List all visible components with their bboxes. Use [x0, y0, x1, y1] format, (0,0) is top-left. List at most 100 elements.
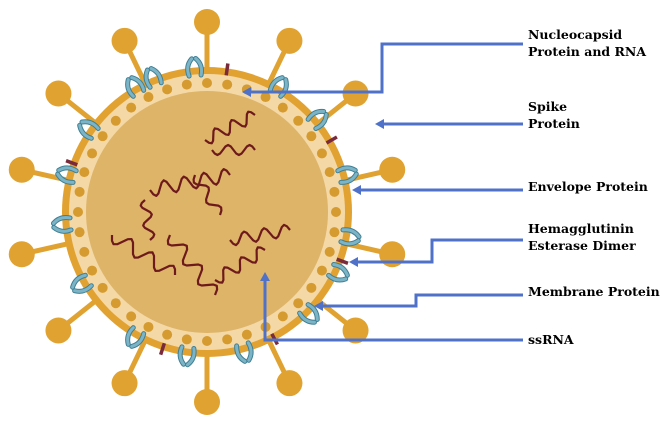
protein-arm: [57, 166, 78, 173]
arrowhead: [349, 257, 358, 267]
protein-arm: [336, 166, 357, 173]
label-envelope-protein: Envelope Protein: [528, 178, 648, 195]
protein-arm: [144, 68, 152, 89]
membrane-protein-group: [50, 55, 362, 368]
spike-bulb: [111, 27, 138, 54]
label-line: Protein: [528, 116, 580, 131]
spike-stalk: [313, 96, 352, 128]
spike-bulb: [45, 317, 72, 344]
spike-bulb: [8, 156, 35, 183]
membrane-protein: [125, 325, 147, 349]
protein-arm: [130, 76, 146, 92]
envelope-marker: [336, 257, 349, 265]
spike-protein: [45, 296, 101, 344]
pointer-line: [355, 238, 523, 264]
protein-arm: [130, 332, 146, 348]
virion-core: [86, 91, 328, 333]
nucleocapsid-protein-ring: [73, 78, 341, 346]
label-line: Spike: [528, 99, 568, 114]
membrane-protein: [55, 165, 79, 185]
envelope-marker: [158, 342, 167, 356]
nucleocapsid-dot: [306, 131, 317, 142]
protein-arm: [194, 56, 204, 77]
membrane-protein: [77, 119, 101, 141]
membrane-protein: [305, 108, 329, 132]
arrowhead: [242, 87, 251, 97]
nucleocapsid-dot: [87, 148, 98, 159]
label-nucleocapsid-protein-and-rna: Nucleocapsid Protein and RNA: [528, 26, 646, 60]
spike-bulb: [111, 370, 138, 397]
protein-arm: [80, 120, 100, 130]
nucleocapsid-dot: [222, 334, 233, 345]
protein-arm: [341, 228, 361, 239]
nucleocapsid-dot: [241, 329, 252, 340]
spike-protein: [111, 27, 149, 89]
spike-stalk: [62, 296, 101, 328]
protein-arm: [186, 57, 194, 78]
nucleocapsid-dot: [260, 92, 271, 103]
spike-protein: [45, 80, 101, 128]
nucleocapsid-dot: [329, 186, 340, 197]
nucleocapsid-dot: [202, 78, 212, 88]
nucleocapsid-dot: [162, 329, 173, 340]
nucleocapsid-dot: [143, 321, 154, 332]
rna-strand: [149, 168, 231, 197]
nucleocapsid-dot: [87, 265, 98, 276]
protein-arm: [306, 303, 319, 321]
protein-arm: [279, 78, 288, 98]
membrane-protein: [125, 75, 147, 99]
membrane-protein: [335, 165, 359, 185]
arrowhead: [352, 185, 361, 195]
protein-arm: [126, 326, 135, 346]
protein-arm: [298, 311, 316, 324]
spike-protein: [8, 240, 74, 268]
spike-bulb: [379, 156, 406, 183]
spike-protein: [265, 335, 303, 397]
arrowhead: [314, 301, 323, 311]
nucleocapsid-dot: [222, 79, 233, 90]
nucleocapsid-dot: [324, 167, 335, 178]
spike-stalk: [265, 335, 289, 379]
protein-arm: [52, 225, 73, 233]
nucleocapsid-dot: [126, 102, 137, 113]
spike-bulb: [276, 27, 303, 54]
spike-bulb: [194, 389, 220, 415]
nucleocapsid-dot: [110, 115, 121, 126]
spike-stalk: [62, 96, 101, 128]
protein-arm: [246, 341, 253, 362]
rna-strand: [214, 246, 266, 284]
label-line: Protein and RNA: [528, 44, 647, 59]
ssrna-strands: [110, 110, 291, 296]
spike-protein: [265, 27, 303, 89]
pointer-line: [263, 280, 523, 342]
nucleocapsid-dot: [143, 92, 154, 103]
label-line: Membrane Protein: [528, 284, 660, 299]
spike-protein: [194, 9, 220, 75]
label-line: Nucleocapsid: [528, 27, 623, 42]
spike-bulb: [342, 317, 369, 344]
nucleocapsid-dot: [74, 186, 85, 197]
membrane-protein: [338, 227, 362, 247]
spike-stalk: [125, 45, 149, 89]
rna-strand: [192, 174, 223, 216]
membrane-protein: [234, 340, 254, 364]
nucleocapsid-dot: [97, 282, 108, 293]
protein-arm: [126, 78, 135, 98]
nucleocapsid-dot: [331, 207, 341, 217]
nucleocapsid-dot: [316, 265, 327, 276]
envelope-marker: [65, 159, 78, 167]
nucleocapsid-dot: [306, 282, 317, 293]
protein-arm: [306, 109, 326, 121]
protein-arm: [339, 239, 360, 246]
label-ssrna: ssRNA: [528, 331, 574, 348]
rna-strand: [229, 223, 291, 247]
nucleocapsid-dot: [277, 102, 288, 113]
rna-strand: [204, 110, 256, 145]
nucleocapsid-dot: [110, 298, 121, 309]
label-hemagglutinin-esterase-dimer: Hemagglutinin Esterase Dimer: [528, 220, 636, 254]
pointer-line: [320, 293, 523, 308]
nucleocapsid-dot: [181, 334, 192, 345]
nucleocapsid-dot: [316, 148, 327, 159]
membrane-protein: [326, 261, 350, 283]
